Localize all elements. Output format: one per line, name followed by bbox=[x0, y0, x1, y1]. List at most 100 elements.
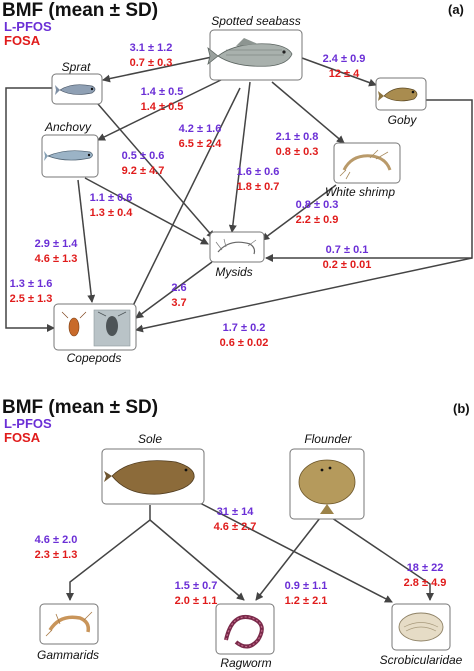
panel-a-arrows bbox=[5, 56, 473, 333]
node-mysids: Mysids bbox=[209, 231, 265, 279]
bmf-seabass-mysids: 1.6 ± 0.6 1.8 ± 0.7 bbox=[237, 166, 280, 193]
taxon-label: Gammarids bbox=[37, 648, 99, 662]
arrow-goby-copepods bbox=[135, 257, 473, 333]
value-fosa: 6.5 ± 2.4 bbox=[179, 138, 223, 150]
bmf-goby-copepods: 1.7 ± 0.2 0.6 ± 0.02 bbox=[220, 322, 269, 349]
value-pfos: 2.4 ± 0.9 bbox=[323, 53, 366, 65]
arrow-seabass-sprat bbox=[102, 56, 213, 83]
bmf-anchovy-mysids: 1.1 ± 0.6 1.3 ± 0.4 bbox=[90, 192, 134, 219]
value-pfos: 0.7 ± 0.1 bbox=[326, 244, 369, 256]
seabass-icon bbox=[207, 38, 293, 67]
legend-fosa: FOSA bbox=[4, 430, 41, 445]
arrow-shrimp-mysids bbox=[261, 184, 337, 241]
node-anchovy: Anchovy bbox=[41, 120, 99, 178]
bmf-goby-mysids: 0.7 ± 0.1 0.2 ± 0.01 bbox=[323, 244, 372, 271]
clam-icon bbox=[398, 612, 444, 642]
value-pfos: 3.1 ± 1.2 bbox=[130, 42, 173, 54]
value-fosa: 2.3 ± 1.3 bbox=[35, 549, 78, 561]
value-fosa: 2.5 ± 1.3 bbox=[10, 293, 53, 305]
value-pfos: 1.5 ± 0.7 bbox=[175, 580, 218, 592]
bmf-sprat-mysids: 0.5 ± 0.6 9.2 ± 4.7 bbox=[122, 150, 165, 177]
value-fosa: 9.2 ± 4.7 bbox=[122, 165, 165, 177]
value-pfos: 2.6 bbox=[171, 282, 186, 294]
value-pfos: 2.9 ± 1.4 bbox=[35, 238, 79, 250]
value-fosa: 2.0 ± 1.1 bbox=[175, 595, 218, 607]
arrow-goby-mysids bbox=[265, 99, 473, 262]
panel-a-title: BMF (mean ± SD) bbox=[2, 0, 158, 21]
panel-b-arrows bbox=[66, 501, 434, 603]
node-spotted-seabass: Spotted seabass bbox=[207, 14, 303, 81]
node-sprat: Sprat bbox=[51, 60, 103, 105]
mysid-icon bbox=[215, 238, 257, 255]
bmf-shrimp-mysids: 0.8 ± 0.3 2.2 ± 0.9 bbox=[296, 199, 339, 226]
goby-icon bbox=[378, 87, 418, 102]
arrow-seabass-anchovy bbox=[97, 77, 226, 141]
arrow-seabass-goby bbox=[301, 57, 377, 87]
node-sole: Sole bbox=[101, 432, 205, 505]
anchovy-icon bbox=[44, 150, 93, 161]
value-pfos: 4.2 ± 1.6 bbox=[179, 123, 222, 135]
bmf-anchovy-copepods: 2.9 ± 1.4 4.6 ± 1.3 bbox=[35, 238, 79, 265]
value-fosa: 1.2 ± 2.1 bbox=[285, 595, 328, 607]
taxon-label: Anchovy bbox=[44, 120, 92, 134]
sprat-icon bbox=[55, 84, 96, 95]
arrow-flounder-ragworm bbox=[255, 517, 321, 601]
shrimp-icon bbox=[339, 149, 392, 180]
legend-fosa: FOSA bbox=[4, 33, 41, 48]
taxon-label: Mysids bbox=[215, 265, 252, 279]
bmf-sole-gammarids: 4.6 ± 2.0 2.3 ± 1.3 bbox=[35, 534, 78, 561]
taxon-label: Spotted seabass bbox=[211, 14, 300, 28]
taxon-label: Sprat bbox=[62, 60, 91, 74]
value-fosa: 0.7 ± 0.3 bbox=[130, 57, 173, 69]
arrow-seabass-copepods bbox=[127, 87, 241, 317]
arrow-sole-gammarids bbox=[66, 505, 151, 601]
value-fosa: 3.7 bbox=[171, 297, 186, 309]
node-flounder: Flounder bbox=[289, 432, 365, 520]
ragworm-icon bbox=[224, 615, 264, 649]
value-fosa: 1.3 ± 0.4 bbox=[90, 207, 134, 219]
value-fosa: 2.2 ± 0.9 bbox=[296, 214, 339, 226]
value-fosa: 0.8 ± 0.3 bbox=[276, 146, 319, 158]
bmf-seabass-shrimp: 2.1 ± 0.8 0.8 ± 0.3 bbox=[276, 131, 319, 158]
arrow-seabass-mysids bbox=[228, 81, 251, 233]
node-gammarids: Gammarids bbox=[37, 603, 99, 662]
image-frame bbox=[215, 603, 275, 655]
taxon-label: Sole bbox=[138, 432, 162, 446]
value-fosa: 4.6 ± 2.7 bbox=[214, 521, 257, 533]
value-pfos: 1.1 ± 0.6 bbox=[90, 192, 133, 204]
panel-b-label: (b) bbox=[453, 401, 470, 416]
node-scrobicularidae: Scrobicularidae bbox=[380, 603, 463, 667]
flounder-icon bbox=[298, 459, 356, 514]
bmf-seabass-copepods: 4.2 ± 1.6 6.5 ± 2.4 bbox=[179, 123, 223, 150]
taxon-label: Scrobicularidae bbox=[380, 653, 463, 667]
gammarid-icon bbox=[45, 611, 93, 637]
value-fosa: 1.8 ± 0.7 bbox=[237, 181, 280, 193]
bmf-seabass-goby: 2.4 ± 0.9 12 ± 4 bbox=[323, 53, 366, 80]
value-fosa: 0.6 ± 0.02 bbox=[220, 337, 269, 349]
taxon-label: Copepods bbox=[67, 351, 122, 365]
panel-a-label: (a) bbox=[448, 2, 464, 17]
arrow-sprat-mysids bbox=[97, 103, 215, 239]
arrow-sprat-copepods bbox=[5, 87, 55, 332]
arrow-sole-ragworm bbox=[149, 519, 245, 601]
value-fosa: 1.4 ± 0.5 bbox=[141, 101, 184, 113]
image-frame bbox=[333, 142, 401, 184]
value-pfos: 1.7 ± 0.2 bbox=[223, 322, 266, 334]
bmf-flounder-ragworm: 0.9 ± 1.1 1.2 ± 2.1 bbox=[285, 580, 328, 607]
taxon-label: Flounder bbox=[304, 432, 352, 446]
value-pfos: 1.3 ± 1.6 bbox=[10, 278, 53, 290]
panel-a: BMF (mean ± SD) (a) L-PFOS FOSA Spotted … bbox=[2, 0, 473, 365]
sole-icon bbox=[104, 460, 195, 495]
taxon-label: White shrimp bbox=[325, 185, 395, 199]
node-ragworm: Ragworm bbox=[215, 603, 275, 670]
bmf-sole-scrob: 31 ± 14 4.6 ± 2.7 bbox=[214, 506, 257, 533]
value-pfos: 0.5 ± 0.6 bbox=[122, 150, 165, 162]
arrow-anchovy-mysids bbox=[84, 177, 209, 245]
image-frame bbox=[209, 231, 265, 263]
panel-b-title: BMF (mean ± SD) bbox=[2, 397, 158, 418]
node-copepods: Copepods bbox=[53, 303, 137, 365]
bmf-flounder-scrob: 18 ± 22 2.8 ± 4.9 bbox=[404, 562, 447, 589]
value-pfos: 4.6 ± 2.0 bbox=[35, 534, 78, 546]
copepod-icon bbox=[61, 309, 131, 347]
